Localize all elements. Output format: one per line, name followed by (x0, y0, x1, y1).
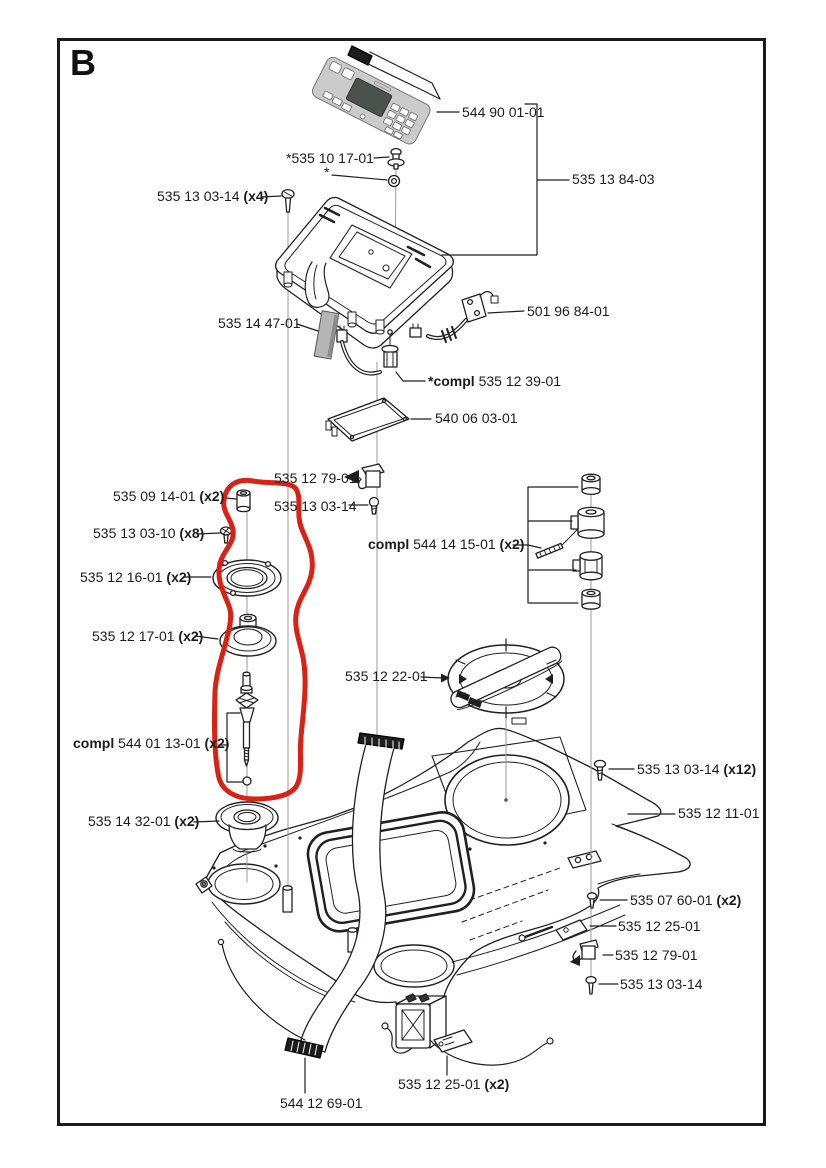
loose-wires (217, 938, 554, 1066)
cap-part (447, 638, 565, 725)
screw-x12-part (593, 759, 607, 781)
plate-part (325, 397, 410, 442)
ribbon-cable (284, 732, 405, 1059)
pin-part (387, 147, 405, 170)
chassis-pegs (282, 885, 358, 953)
screw-upper-part (368, 496, 380, 515)
grommet-part (215, 801, 279, 853)
strip-part (313, 310, 340, 360)
seal-part (219, 613, 277, 657)
pin-and-plates (433, 919, 588, 1053)
spacer-part (236, 489, 251, 513)
red-highlight-loop (211, 477, 315, 802)
screw-bottom (585, 975, 597, 995)
brand-logo-mark (373, 80, 392, 92)
clip-upper-part (344, 463, 385, 490)
ball-part (242, 776, 252, 786)
connector-box (395, 993, 447, 1049)
spindle-part (235, 671, 259, 786)
damper-kit-parts (535, 473, 605, 610)
keypad-part (311, 45, 441, 145)
keypad-flex-connector (347, 45, 373, 66)
washer-part (387, 174, 401, 188)
cover-part (274, 196, 454, 349)
screw-07-60 (586, 892, 598, 909)
chassis-opening (306, 811, 476, 933)
leader-lines (182, 103, 676, 1094)
clip-lower-part (570, 939, 599, 966)
harness-part (409, 291, 499, 343)
cable-part (336, 325, 399, 376)
ring-part (212, 559, 282, 597)
display-recess (329, 224, 413, 289)
section-label: B (70, 42, 96, 83)
screw-x4-part (281, 188, 295, 213)
diagram-frame (57, 38, 766, 1126)
